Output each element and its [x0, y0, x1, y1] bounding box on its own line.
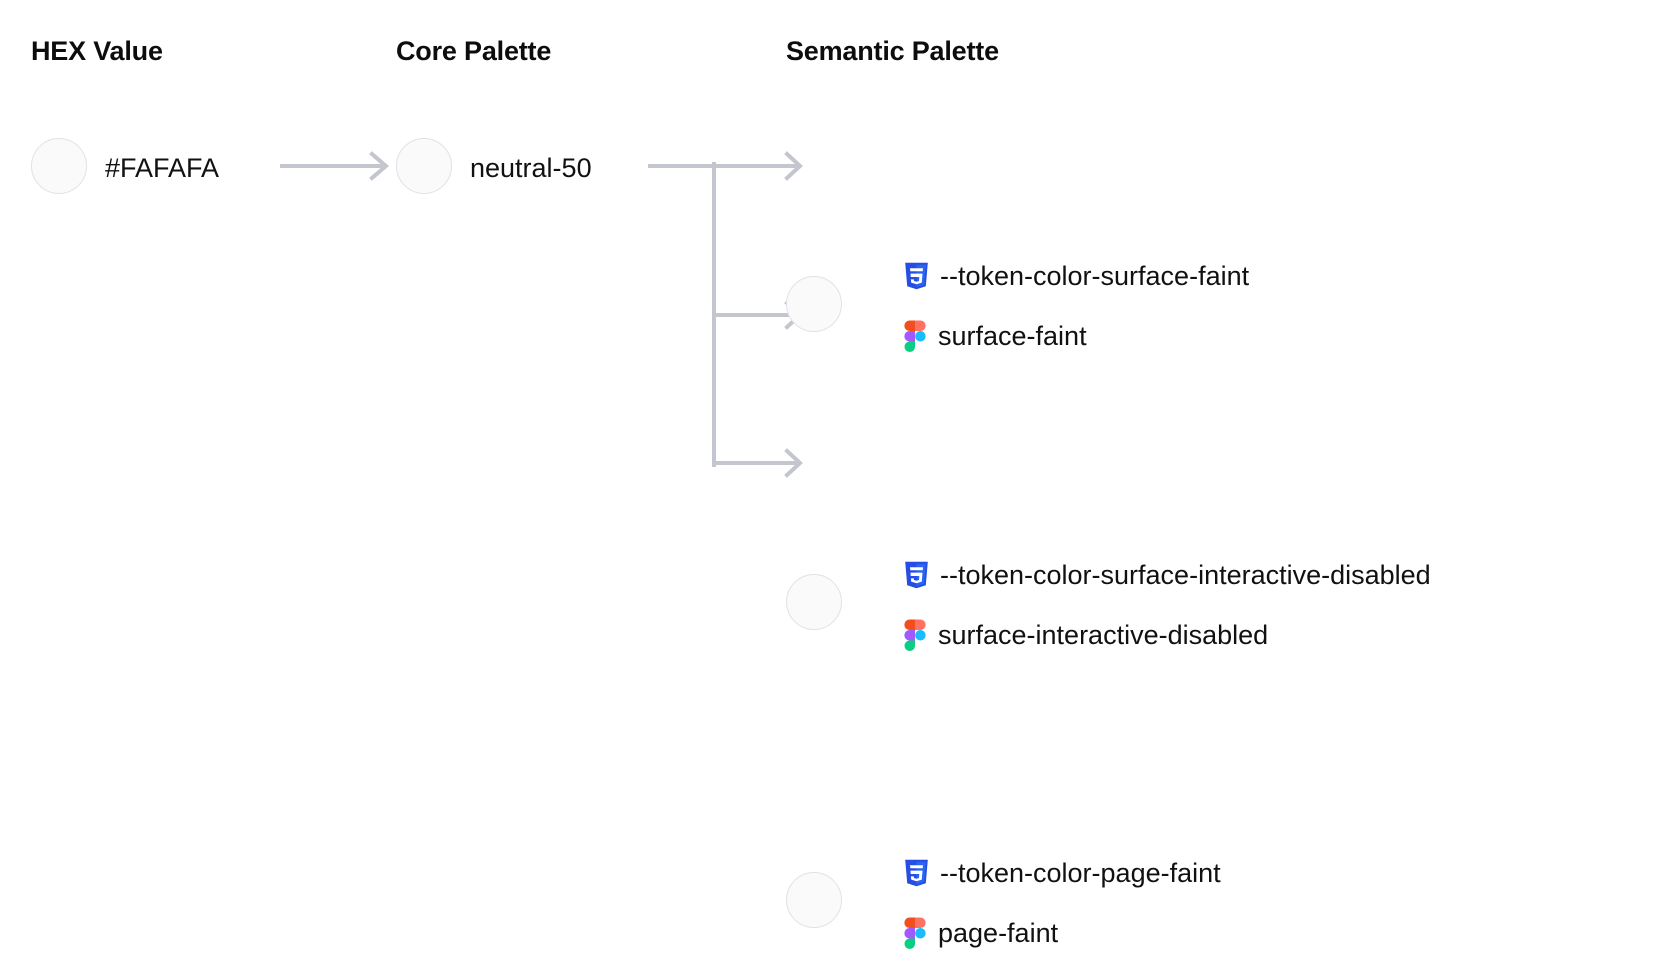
figma-token-line[interactable]: surface-faint — [904, 320, 1087, 353]
semantic-swatch-surface-faint[interactable] — [786, 276, 842, 332]
column-header-semantic-palette: Semantic Palette — [786, 36, 999, 66]
figma-icon — [904, 619, 927, 652]
figma-token-label: page-faint — [938, 918, 1059, 948]
semantic-swatch-page-faint[interactable] — [786, 872, 842, 928]
core-palette-label: neutral-50 — [470, 153, 592, 183]
semantic-swatch-surface-interactive-disabled[interactable] — [786, 574, 842, 630]
arrow-hex-to-core-icon — [280, 150, 392, 182]
figma-icon — [904, 320, 927, 353]
hex-value-swatch[interactable] — [31, 138, 87, 194]
css-token-line[interactable]: --token-color-surface-interactive-disabl… — [904, 561, 1431, 589]
css3-icon — [904, 262, 929, 290]
hex-value-label: #FAFAFA — [105, 153, 220, 183]
color-token-mapping-diagram: HEX Value Core Palette Semantic Palette … — [31, 36, 1431, 949]
css-token-label: --token-color-surface-faint — [940, 260, 1250, 291]
css3-icon — [904, 561, 929, 589]
css-token-line[interactable]: --token-color-surface-faint — [904, 262, 1249, 290]
css3-icon — [904, 859, 929, 887]
core-palette-swatch[interactable] — [396, 138, 452, 194]
column-header-hex-value: HEX Value — [31, 36, 163, 66]
figma-token-label: surface-faint — [938, 321, 1087, 351]
figma-token-label: surface-interactive-disabled — [938, 620, 1269, 650]
figma-icon — [904, 917, 927, 950]
css-token-label: --token-color-surface-interactive-disabl… — [940, 559, 1431, 590]
column-header-core-palette: Core Palette — [396, 36, 552, 66]
css-token-label: --token-color-page-faint — [940, 857, 1221, 888]
figma-token-line[interactable]: page-faint — [904, 917, 1058, 950]
css-token-line[interactable]: --token-color-page-faint — [904, 859, 1221, 887]
figma-token-line[interactable]: surface-interactive-disabled — [904, 619, 1268, 652]
